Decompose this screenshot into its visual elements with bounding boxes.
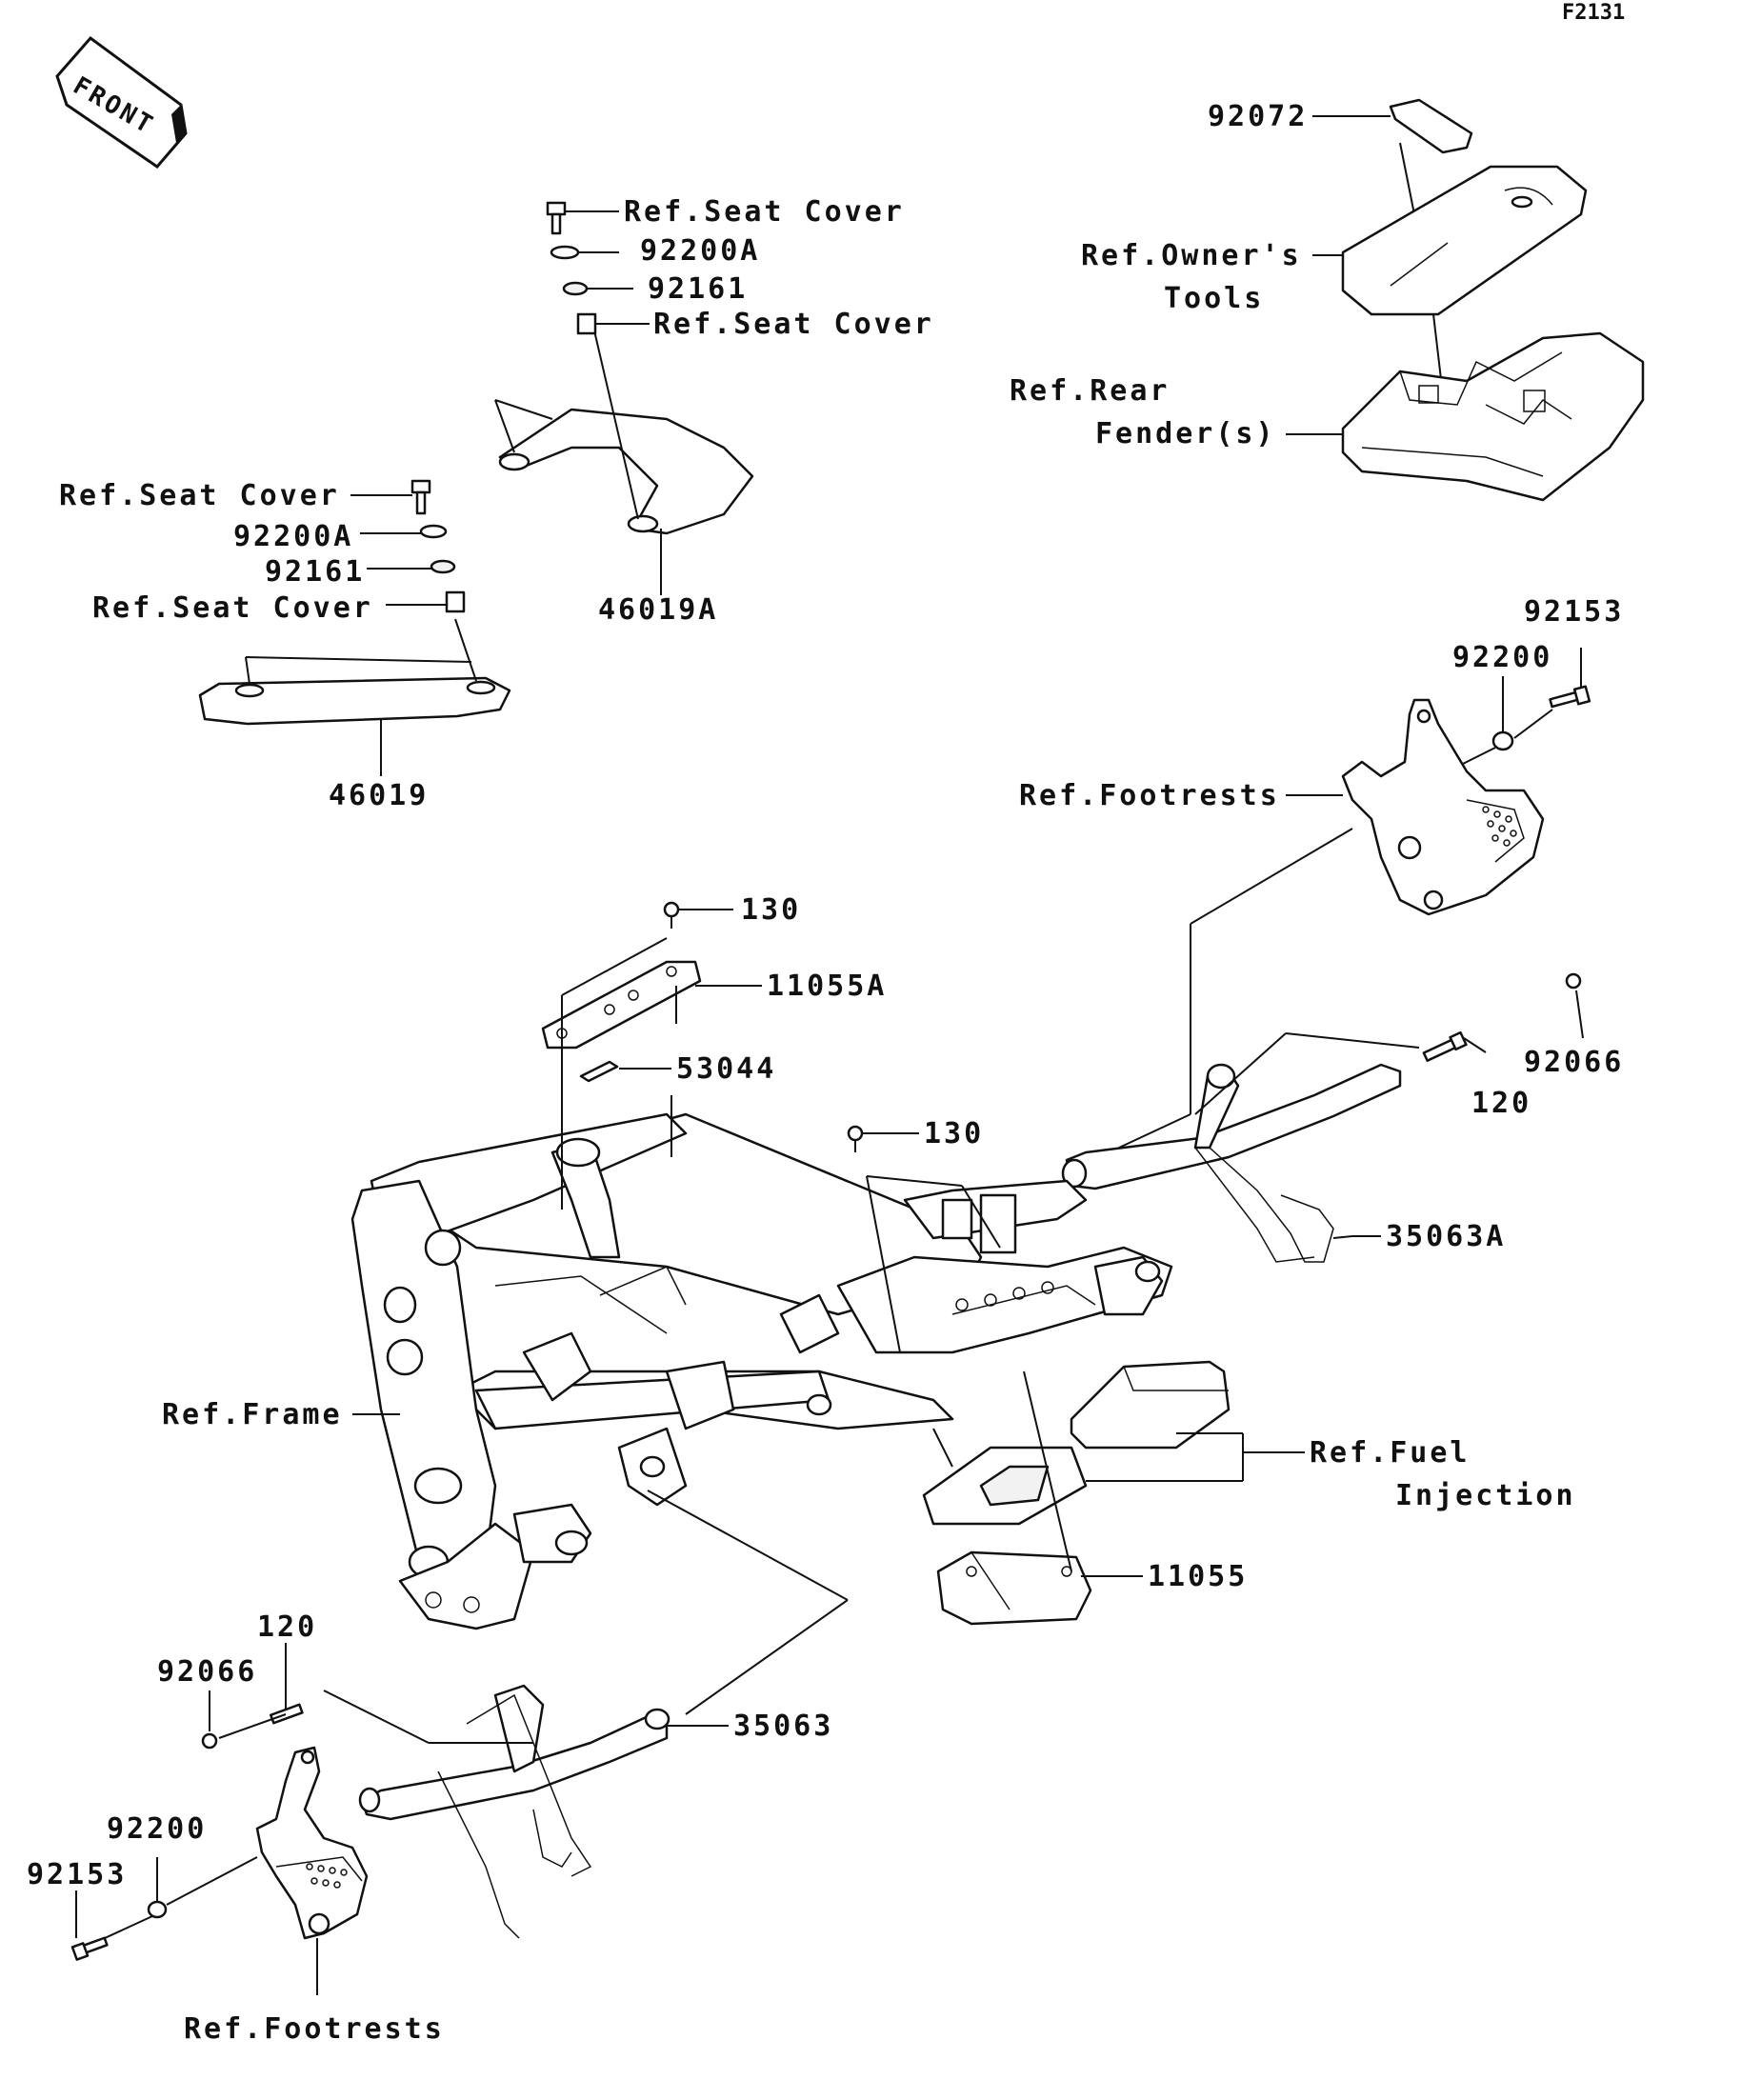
label-ref-seat-cover-1: Ref.Seat Cover [624, 195, 905, 229]
label-92153-l: 92153 [27, 1858, 127, 1891]
label-92200-r: 92200 [1452, 641, 1552, 674]
bracket-plate-11055A [541, 960, 702, 1050]
label-92153-r: 92153 [1524, 595, 1624, 629]
bolt-icon [546, 201, 567, 235]
nut-icon [1565, 972, 1582, 990]
label-ref-footrests-l: Ref.Footrests [184, 2012, 445, 2046]
label-92200-l: 92200 [107, 1812, 207, 1846]
label-ref-owners-tools-1: Ref.Owner's [1081, 239, 1302, 272]
label-35063A: 35063A [1386, 1220, 1506, 1253]
label-ref-seat-cover-3: Ref.Seat Cover [59, 479, 340, 512]
label-11055A: 11055A [767, 970, 887, 1003]
footrest-bracket-l [255, 1746, 369, 1940]
bolt-icon [847, 1125, 864, 1152]
label-120-l: 120 [257, 1610, 317, 1644]
label-35063: 35063 [733, 1710, 833, 1743]
washer-icon [147, 1900, 168, 1919]
label-ref-seat-cover-2: Ref.Seat Cover [653, 308, 934, 341]
figure-id: F2131 [1562, 1, 1625, 25]
pin-53044 [579, 1060, 619, 1083]
label-92200A-2: 92200A [233, 520, 353, 553]
label-ref-owners-tools-2: Tools [1164, 282, 1264, 315]
label-ref-footrests-r: Ref.Footrests [1019, 779, 1280, 812]
label-130-b: 130 [924, 1117, 984, 1150]
bolt-icon [1549, 685, 1591, 709]
label-53044: 53044 [676, 1052, 776, 1086]
bolt-icon [70, 1936, 109, 1961]
label-ref-seat-cover-4: Ref.Seat Cover [92, 591, 373, 625]
label-92066-l: 92066 [157, 1655, 257, 1689]
footrest-bracket-r [1341, 698, 1545, 916]
bracket-stay-35063 [358, 1684, 670, 1939]
strap-92072 [1389, 98, 1473, 154]
label-ref-rear-fender-2: Fender(s) [1095, 417, 1276, 450]
bolt-icon [1422, 1030, 1468, 1062]
collar-icon [445, 590, 466, 613]
bracket-tray-11055 [936, 1550, 1092, 1626]
label-92200A-1: 92200A [640, 234, 760, 268]
owners-tool-case [1341, 165, 1588, 316]
label-46019A: 46019A [598, 593, 718, 627]
rear-fender [1341, 331, 1645, 502]
label-ref-frame: Ref.Frame [162, 1398, 343, 1431]
label-120-r: 120 [1471, 1087, 1531, 1120]
grab-rail-46019A [498, 408, 754, 535]
front-arrow-icon: FRONT [55, 35, 188, 169]
label-92161-1: 92161 [648, 272, 748, 306]
bracket-stay-35063A [1061, 1063, 1402, 1263]
label-46019: 46019 [329, 779, 429, 812]
label-130-a: 130 [741, 893, 801, 927]
label-ref-fuel-injection-2: Injection [1395, 1479, 1576, 1512]
bolt-icon [410, 479, 431, 515]
label-ref-rear-fender-1: Ref.Rear [1010, 374, 1171, 408]
bolt-icon [663, 901, 680, 929]
label-92161-2: 92161 [265, 555, 365, 589]
main-frame [350, 1112, 1173, 1630]
nut-icon [201, 1732, 218, 1750]
collar-icon [576, 312, 597, 335]
label-92066-r: 92066 [1524, 1046, 1624, 1079]
label-ref-fuel-injection-1: Ref.Fuel [1310, 1436, 1471, 1470]
label-11055: 11055 [1148, 1560, 1248, 1593]
label-92072: 92072 [1208, 100, 1308, 133]
washer-icon [1491, 730, 1514, 751]
ecu-fuel-injection [922, 1360, 1231, 1526]
washer-icon [419, 524, 448, 539]
grommet-icon [562, 281, 589, 296]
washer-icon [550, 245, 580, 260]
grommet-icon [430, 559, 456, 574]
grab-rail-46019 [198, 676, 511, 726]
